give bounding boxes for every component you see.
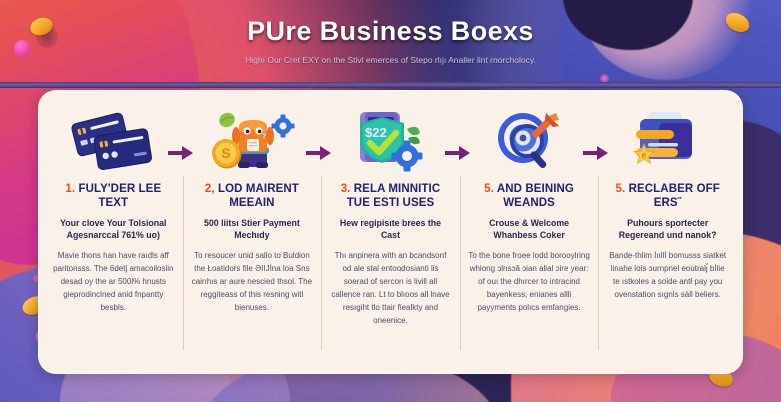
poster-header: PUre Business Boexs Highı Our Cret EXY o… [0,0,781,82]
step-column-1: 1. FULY'DER LEE TEXT Your clove Your Tol… [44,104,193,364]
step-body: To the bone froee lodd borooylring whion… [468,251,590,312]
phone-shield-icon: $22 [329,104,452,180]
step-subheading: Puhours sportecter Regereand und nanok? [618,218,717,240]
step-number: 2, [204,183,215,195]
step-subheading: Crouse & Welcome Whanbess Coker [489,218,570,240]
arrow-right-icon [583,144,609,162]
arrow-right-icon [306,144,332,162]
step-heading: 2, LOD MAIRENT MEEAIN [191,182,314,210]
decorative-dot-magenta-left [14,40,31,57]
step-heading-text: RECLABER OFF ERS˝ [628,183,720,209]
arrow-right-icon [167,144,194,162]
step-column-5: e 5. RECLABER OFF ERS˝ Puhours sportecte… [598,104,737,364]
step-heading: 5. RECLABER OFF ERS˝ [606,182,729,210]
decorative-dot-pink-header [600,74,609,83]
credit-cards-icon [52,104,175,180]
arrow-right-icon [444,144,471,162]
step-subheading: Hew regipisıte brees the Cast [339,218,442,240]
step-number: 5. [484,183,494,195]
step-number: 3. [340,183,351,195]
wallet-star-icon: e [606,104,729,180]
step-heading: 5. AND BEINING WEANDS [468,182,591,210]
header-divider [0,82,781,88]
step-subheading: Your clove Your Tolsional Agesnarccaİ 76… [60,218,167,240]
step-body: To resoucer unid sallo to Buldion the Ło… [191,251,313,312]
svg-text:?: ? [262,133,266,140]
svg-text:S: S [221,145,230,161]
step-column-4: 5. AND BEINING WEANDS Crouse & Welcome W… [459,104,609,364]
step-body: Mavie thons han have raıdls aff paritons… [53,251,174,312]
step-heading: 1. FULY'DER LEE TEXT [52,182,175,210]
step-column-3: $22 3. [321,104,470,364]
target-magnifier-icon [468,104,591,180]
page-title: PUre Business Boexs [247,16,534,46]
step-number: 5. [615,183,626,195]
step-heading-text: FULY'DER LEE TEXT [78,183,162,209]
step-number: 1. [65,183,76,195]
step-column-2: ? S 2, LOD MAIRENT MEEAIN 500 liitsı Sti… [182,104,332,364]
steps-card: 1. FULY'DER LEE TEXT Your clove Your Tol… [38,90,743,374]
step-body: Bande-thlim İııllİ bomusss siatket linah… [609,251,727,299]
step-heading: 3. RELA MINNITIC TUE ESTI USES [329,182,452,210]
coin-mascot-icon: ? S [191,104,314,180]
svg-text:$22: $22 [366,125,388,140]
page-subtitle: Highı Our Cret EXY on the Stivl emerces … [245,55,536,65]
decorative-dot-pink-upper-left [33,275,40,282]
step-heading-text: RELA MINNITIC TUE ESTI USES [346,183,441,209]
step-body: Thı anpinera with an bcandsonf od ale st… [331,251,450,325]
step-heading-text: AND BEINING WEANDS [496,183,574,209]
svg-text:e: e [641,150,646,160]
step-subheading: 500 liitsı Stier Payment Mechıdy [203,218,300,240]
step-heading-text: LOD MAIRENT MEEAIN [217,183,299,209]
